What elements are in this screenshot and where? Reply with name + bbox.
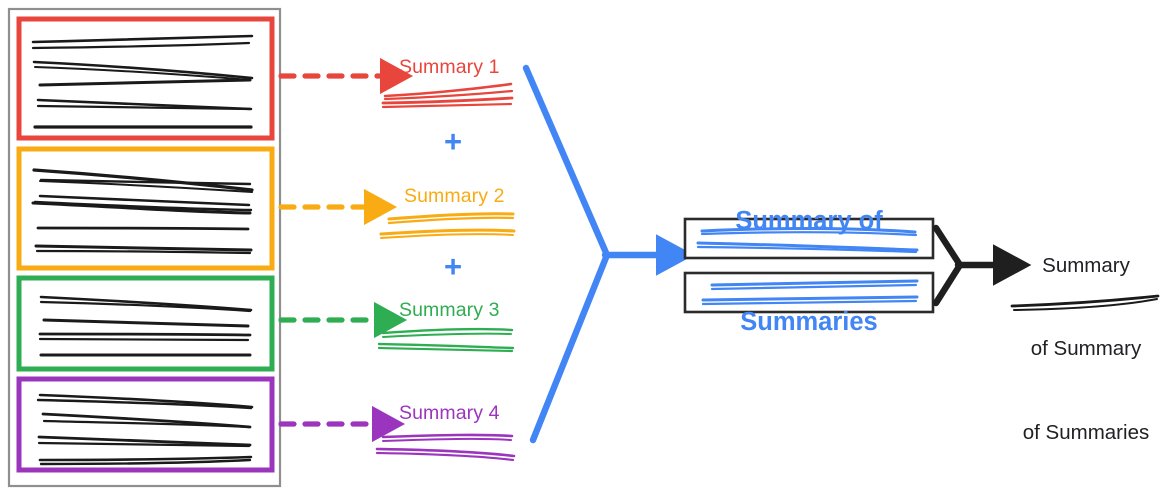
plus-operator-2: + — [444, 249, 463, 284]
scribble-lines-sos-box-2 — [701, 279, 919, 306]
final-output-title-line-1: Summary — [1042, 253, 1130, 277]
summary-2-label: Summary 2 — [404, 185, 505, 207]
scribble-lines-summary-2 — [379, 212, 516, 239]
scribble-lines-final-output — [1010, 294, 1160, 311]
scribble-lines-orange-chunk — [31, 168, 254, 255]
sos-box-2[interactable] — [683, 271, 935, 314]
scribble-lines-summary-3 — [377, 327, 515, 353]
source-chunk-orange[interactable] — [16, 146, 275, 271]
source-document-outer-box — [7, 7, 282, 488]
source-chunk-red[interactable] — [16, 16, 275, 141]
scribble-lines-green-chunk — [38, 295, 253, 357]
summary-of-summaries-title-line-1: Summary of — [735, 207, 883, 236]
source-chunk-green[interactable] — [16, 275, 275, 372]
scribble-lines-summary-1 — [381, 82, 514, 109]
scribble-lines-purple-chunk — [36, 393, 254, 466]
final-output-title: Summary of Summary of Summaries — [1005, 196, 1167, 495]
summary-1-label: Summary 1 — [399, 56, 500, 78]
summary-4-label: Summary 4 — [399, 402, 500, 424]
arrow-merge-summaries — [522, 64, 695, 444]
scribble-lines-summary-4 — [375, 433, 516, 462]
final-output-title-line-2: of Summary — [1030, 337, 1142, 361]
source-chunk-purple[interactable] — [16, 376, 275, 473]
scribble-lines-red-chunk — [31, 34, 254, 129]
arrow-merge-final — [932, 224, 1032, 307]
summary-of-summaries-title: Summary of Summaries — [684, 138, 934, 407]
scribble-lines-sos-box-1 — [696, 226, 919, 254]
final-output-title-line-3: of Summaries — [1022, 421, 1150, 444]
sos-box-1[interactable] — [683, 217, 935, 260]
plus-operator-1: + — [444, 124, 463, 159]
summary-3-label: Summary 3 — [399, 299, 500, 321]
summary-of-summaries-title-line-2: Summaries — [740, 308, 878, 337]
